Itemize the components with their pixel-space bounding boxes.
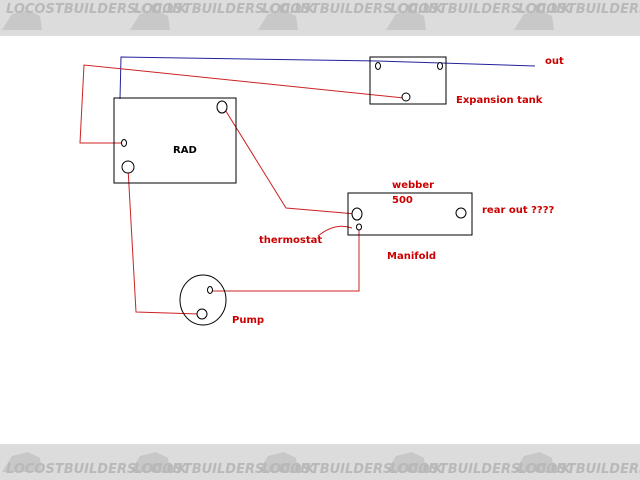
watermark-text: LOCOSTBUILDERS.CO.UK — [262, 462, 444, 477]
watermark-text: LOCOSTBUILDERS.CO.UK — [518, 2, 640, 17]
pump-label: Pump — [232, 315, 264, 326]
expansion-tank-bottom-port — [401, 92, 411, 102]
manifold-rear-port — [455, 207, 467, 219]
expansion-tank — [369, 56, 447, 105]
watermark-text: LOCOSTBUILDERS.CO.UK — [134, 462, 316, 477]
watermark-text: LOCOSTBUILDERS.CO.UK — [518, 462, 640, 477]
pump-inlet-port — [196, 308, 208, 320]
pump-outline — [179, 274, 227, 326]
webber-label: webber — [392, 180, 434, 191]
manifold-outline — [347, 192, 473, 236]
top-banner-car-icons — [2, 10, 554, 30]
pump-outlet-port — [207, 286, 213, 294]
thermostat-label: thermostat — [259, 235, 322, 246]
radiator-outline — [113, 97, 237, 184]
watermark-text: LOCOSTBUILDERS.CO.UK — [390, 462, 572, 477]
radiator-bottom-port — [121, 160, 135, 174]
watermark-text: LOCOSTBUILDERS.CO.UK — [134, 2, 316, 17]
thermostat-pointer-arrow — [317, 225, 353, 237]
manifold — [347, 192, 473, 236]
bottom-banner-car-icons — [2, 452, 554, 472]
manifold-inlet-port — [351, 207, 363, 221]
pump — [179, 274, 227, 326]
radiator-top-port — [216, 100, 228, 114]
red-pipe-pump-to-manifold — [211, 229, 360, 292]
expansion-tank-right-port — [437, 62, 443, 70]
watermark-text: LOCOSTBUILDERS.CO.UK — [6, 2, 188, 17]
bottom-watermark-banner: LOCOSTBUILDERS.CO.UK LOCOSTBUILDERS.CO.U… — [0, 444, 640, 480]
red-pipe-rad-to-pump — [127, 167, 200, 315]
red-pipe-tank-to-rad — [79, 64, 405, 144]
expansion-tank-label: Expansion tank — [456, 95, 543, 106]
expansion-tank-outline — [369, 56, 447, 105]
watermark-text: LOCOSTBUILDERS.CO.UK — [6, 462, 188, 477]
expansion-tank-left-port — [375, 62, 381, 70]
radiator: RAD — [113, 97, 237, 184]
top-watermark-banner: LOCOSTBUILDERS.CO.UK LOCOSTBUILDERS.CO.U… — [0, 0, 640, 36]
out-label: out — [545, 56, 564, 67]
watermark-text: LOCOSTBUILDERS.CO.UK — [390, 2, 572, 17]
rear-out-label: rear out ???? — [482, 205, 555, 216]
radiator-left-port — [121, 139, 127, 147]
blue-pipe-rad-to-tank — [119, 56, 536, 100]
red-pipe-rad-to-manifold — [223, 107, 357, 215]
radiator-label: RAD — [173, 145, 197, 156]
manifold-label: Manifold — [387, 251, 436, 262]
webber-size-label: 500 — [392, 195, 413, 206]
watermark-text: LOCOSTBUILDERS.CO.UK — [262, 2, 444, 17]
thermostat-port — [356, 223, 362, 231]
